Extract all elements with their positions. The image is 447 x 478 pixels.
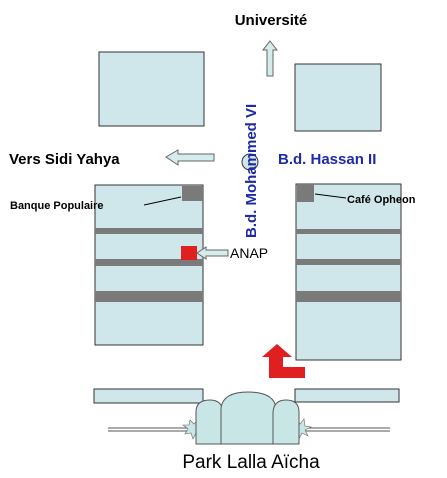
cafe-opheon-label: Café Opheon <box>347 194 416 206</box>
banque-populaire-marker <box>182 186 203 201</box>
park-label: Park Lalla Aïcha <box>182 452 320 473</box>
arrow-left-icon <box>165 149 215 166</box>
park-gate-icon <box>108 391 390 445</box>
roundabout-icon <box>241 153 259 171</box>
turn-up-arrow-icon <box>262 344 305 378</box>
banque-populaire-leader <box>143 196 182 206</box>
block-right-column <box>295 183 402 361</box>
cafe-opheon-marker <box>297 184 314 202</box>
cafe-opheon-leader <box>314 193 347 199</box>
block-left-column <box>94 184 204 346</box>
bd-mohammed-vi-label: B.d. Mohammed VI <box>243 104 260 238</box>
block-bottom-left <box>93 388 204 404</box>
bd-hassan-ii-label: B.d. Hassan II <box>278 151 376 168</box>
block-top-left <box>98 51 205 127</box>
universite-label: Université <box>235 12 308 29</box>
anap-label: ANAP <box>230 245 268 261</box>
anap-marker <box>181 246 197 260</box>
banque-populaire-label: Banque Populaire <box>10 200 104 212</box>
arrow-up-icon <box>261 40 279 77</box>
block-bottom-right <box>294 388 400 403</box>
anap-pointer-icon <box>196 246 229 260</box>
block-top-right <box>294 63 382 132</box>
vers-sidi-yahya-label: Vers Sidi Yahya <box>9 151 120 168</box>
